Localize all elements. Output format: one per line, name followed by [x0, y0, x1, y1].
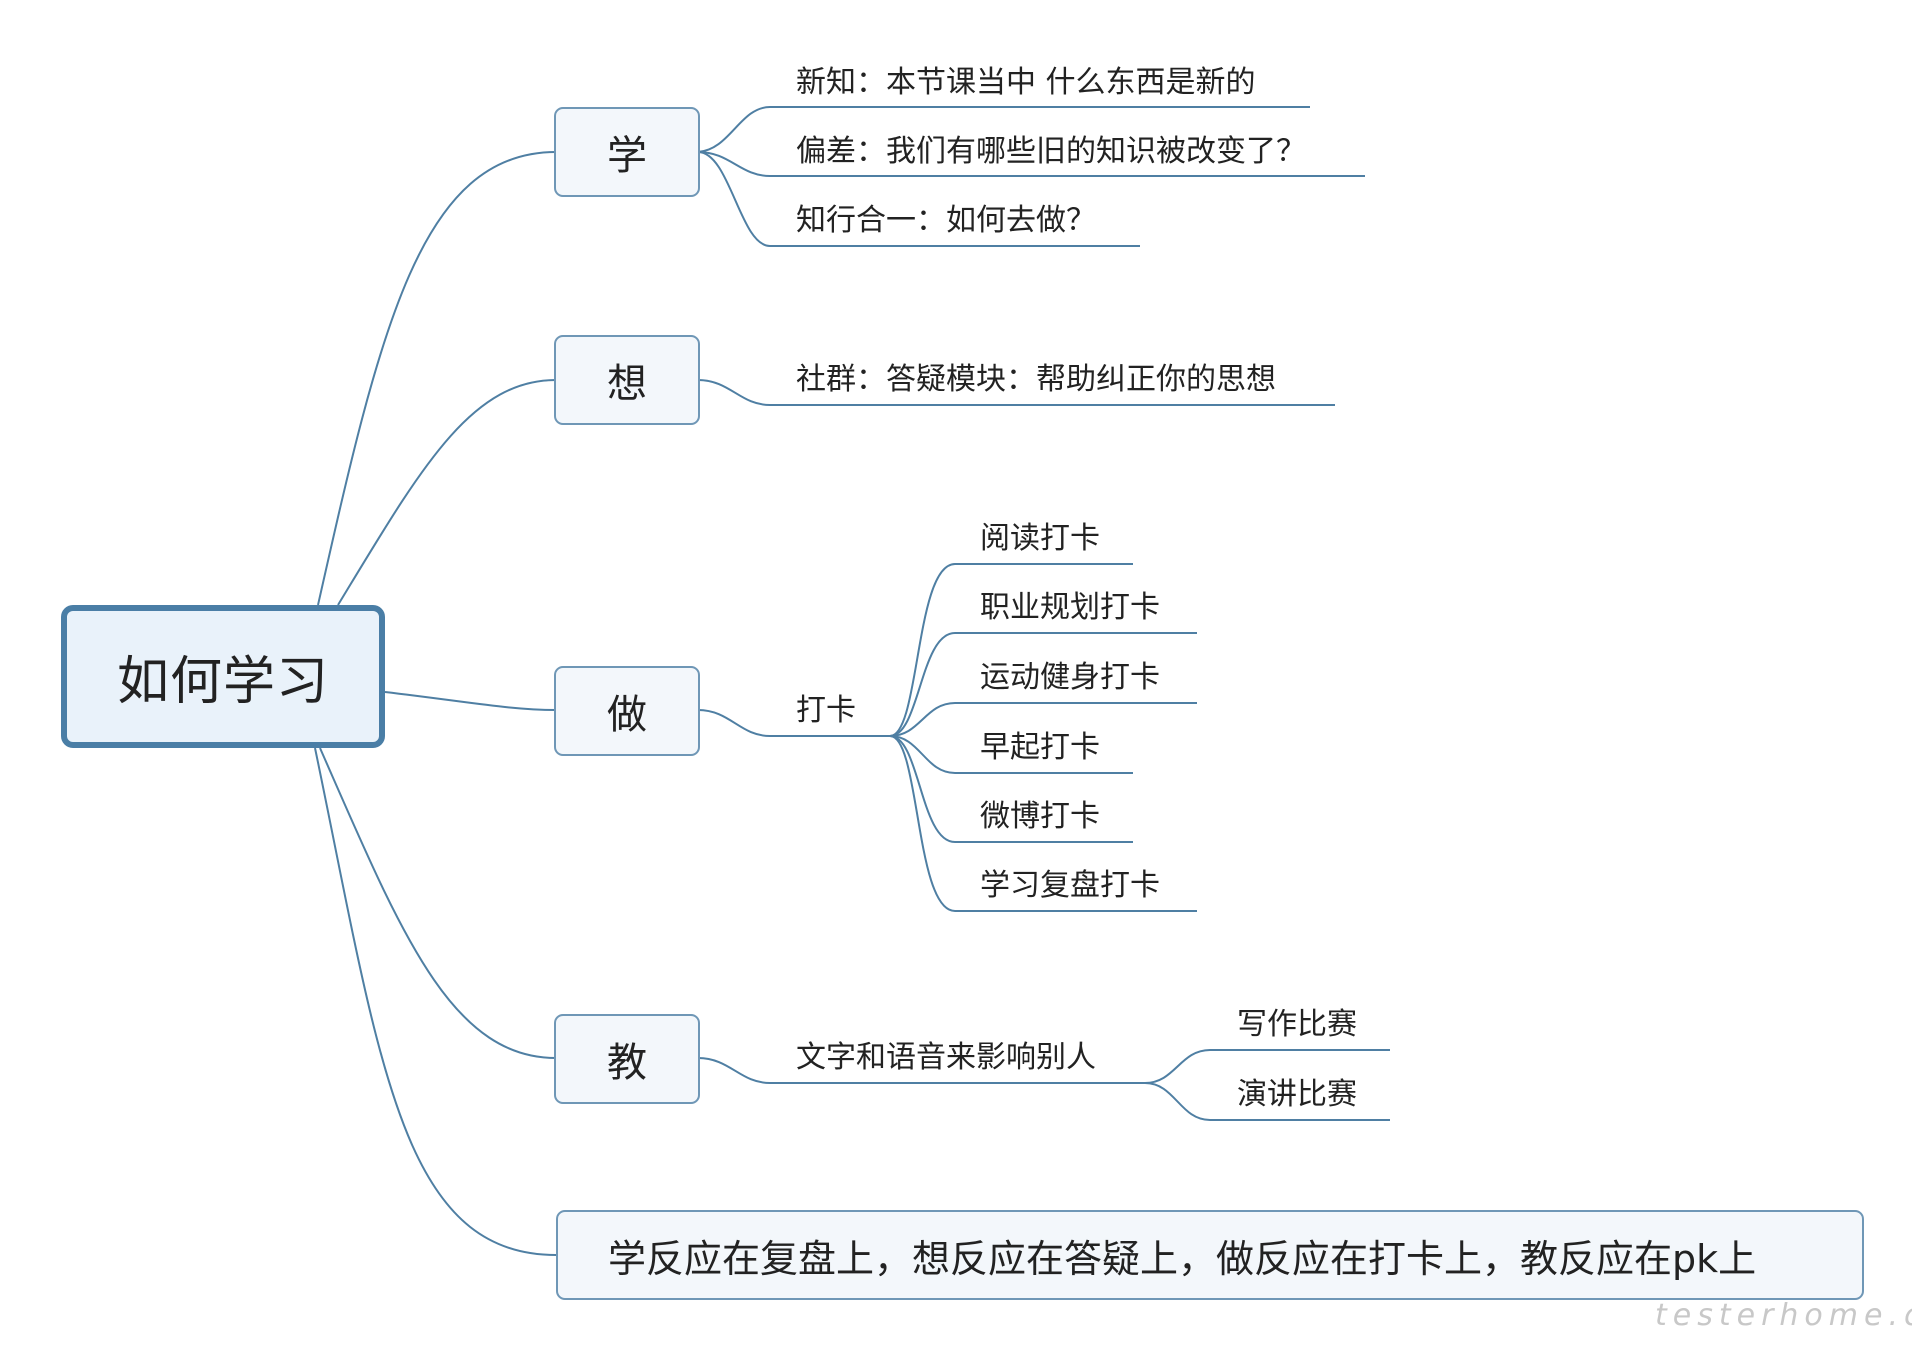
branch-xiang-label: 想 [607, 361, 647, 407]
connector-xue-child-1 [697, 106, 1310, 153]
connector-wenzi-2 [1144, 1082, 1390, 1121]
connector-daka-5 [889, 735, 1133, 843]
summary-topic[interactable]: 学反应在复盘上，想反应在答疑上，做反应在打卡上，教反应在pk上 [556, 1210, 1864, 1300]
connector-root-zuo [384, 691, 557, 711]
watermark: testerhome.com [1655, 1298, 1912, 1333]
leaf-yundong-daka[interactable]: 运动健身打卡 [980, 660, 1160, 695]
connector-daka-4 [889, 735, 1133, 774]
leaf-yuedu-daka[interactable]: 阅读打卡 [980, 521, 1100, 556]
summary-topic-label: 学反应在复盘上，想反应在答疑上，做反应在打卡上，教反应在pk上 [608, 1236, 1757, 1281]
connector-daka-2 [889, 632, 1197, 737]
connector-daka-6 [889, 735, 1197, 912]
connector-root-xiang [337, 379, 557, 606]
leaf-weibo-daka[interactable]: 微博打卡 [980, 799, 1100, 834]
connector-daka-3 [889, 702, 1197, 737]
leaf-xinzhi[interactable]: 新知：本节课当中 什么东西是新的 [796, 65, 1256, 100]
root-topic[interactable]: 如何学习 [61, 605, 385, 748]
leaf-zaoqi-daka[interactable]: 早起打卡 [980, 730, 1100, 765]
connector-xue-child-3 [697, 151, 1140, 247]
subtopic-wenzi-yuyin[interactable]: 文字和语音来影响别人 [796, 1040, 1096, 1075]
branch-jiao[interactable]: 教 [554, 1014, 700, 1104]
connector-root-xue [317, 151, 557, 606]
branch-zuo-label: 做 [607, 692, 647, 738]
branch-xiang[interactable]: 想 [554, 335, 700, 425]
connector-root-summary [314, 747, 557, 1256]
branch-zuo[interactable]: 做 [554, 666, 700, 756]
root-topic-label: 如何学习 [116, 652, 329, 712]
branch-xue[interactable]: 学 [554, 107, 700, 197]
connector-xue-child-2 [697, 151, 1365, 177]
connector-jiao-child-1 [697, 1057, 1145, 1084]
connector-xiang-child-1 [697, 379, 1335, 406]
subtopic-daka[interactable]: 打卡 [796, 693, 856, 728]
connector-zuo-child-1 [697, 709, 890, 737]
connector-daka-1 [889, 563, 1133, 737]
leaf-zhiye-daka[interactable]: 职业规划打卡 [980, 590, 1160, 625]
branch-xue-label: 学 [607, 133, 647, 179]
leaf-fupan-daka[interactable]: 学习复盘打卡 [980, 868, 1160, 903]
leaf-zhixingheyi[interactable]: 知行合一：如何去做？ [796, 203, 1096, 238]
leaf-piancha[interactable]: 偏差：我们有哪些旧的知识被改变了？ [796, 134, 1306, 169]
leaf-yanjiang-bisai[interactable]: 演讲比赛 [1237, 1077, 1357, 1112]
leaf-shequn[interactable]: 社群：答疑模块：帮助纠正你的思想 [796, 362, 1276, 397]
connector-wenzi-1 [1144, 1049, 1390, 1084]
connector-root-jiao [319, 747, 557, 1059]
branch-jiao-label: 教 [607, 1040, 647, 1086]
leaf-xiezuo-bisai[interactable]: 写作比赛 [1237, 1007, 1357, 1042]
